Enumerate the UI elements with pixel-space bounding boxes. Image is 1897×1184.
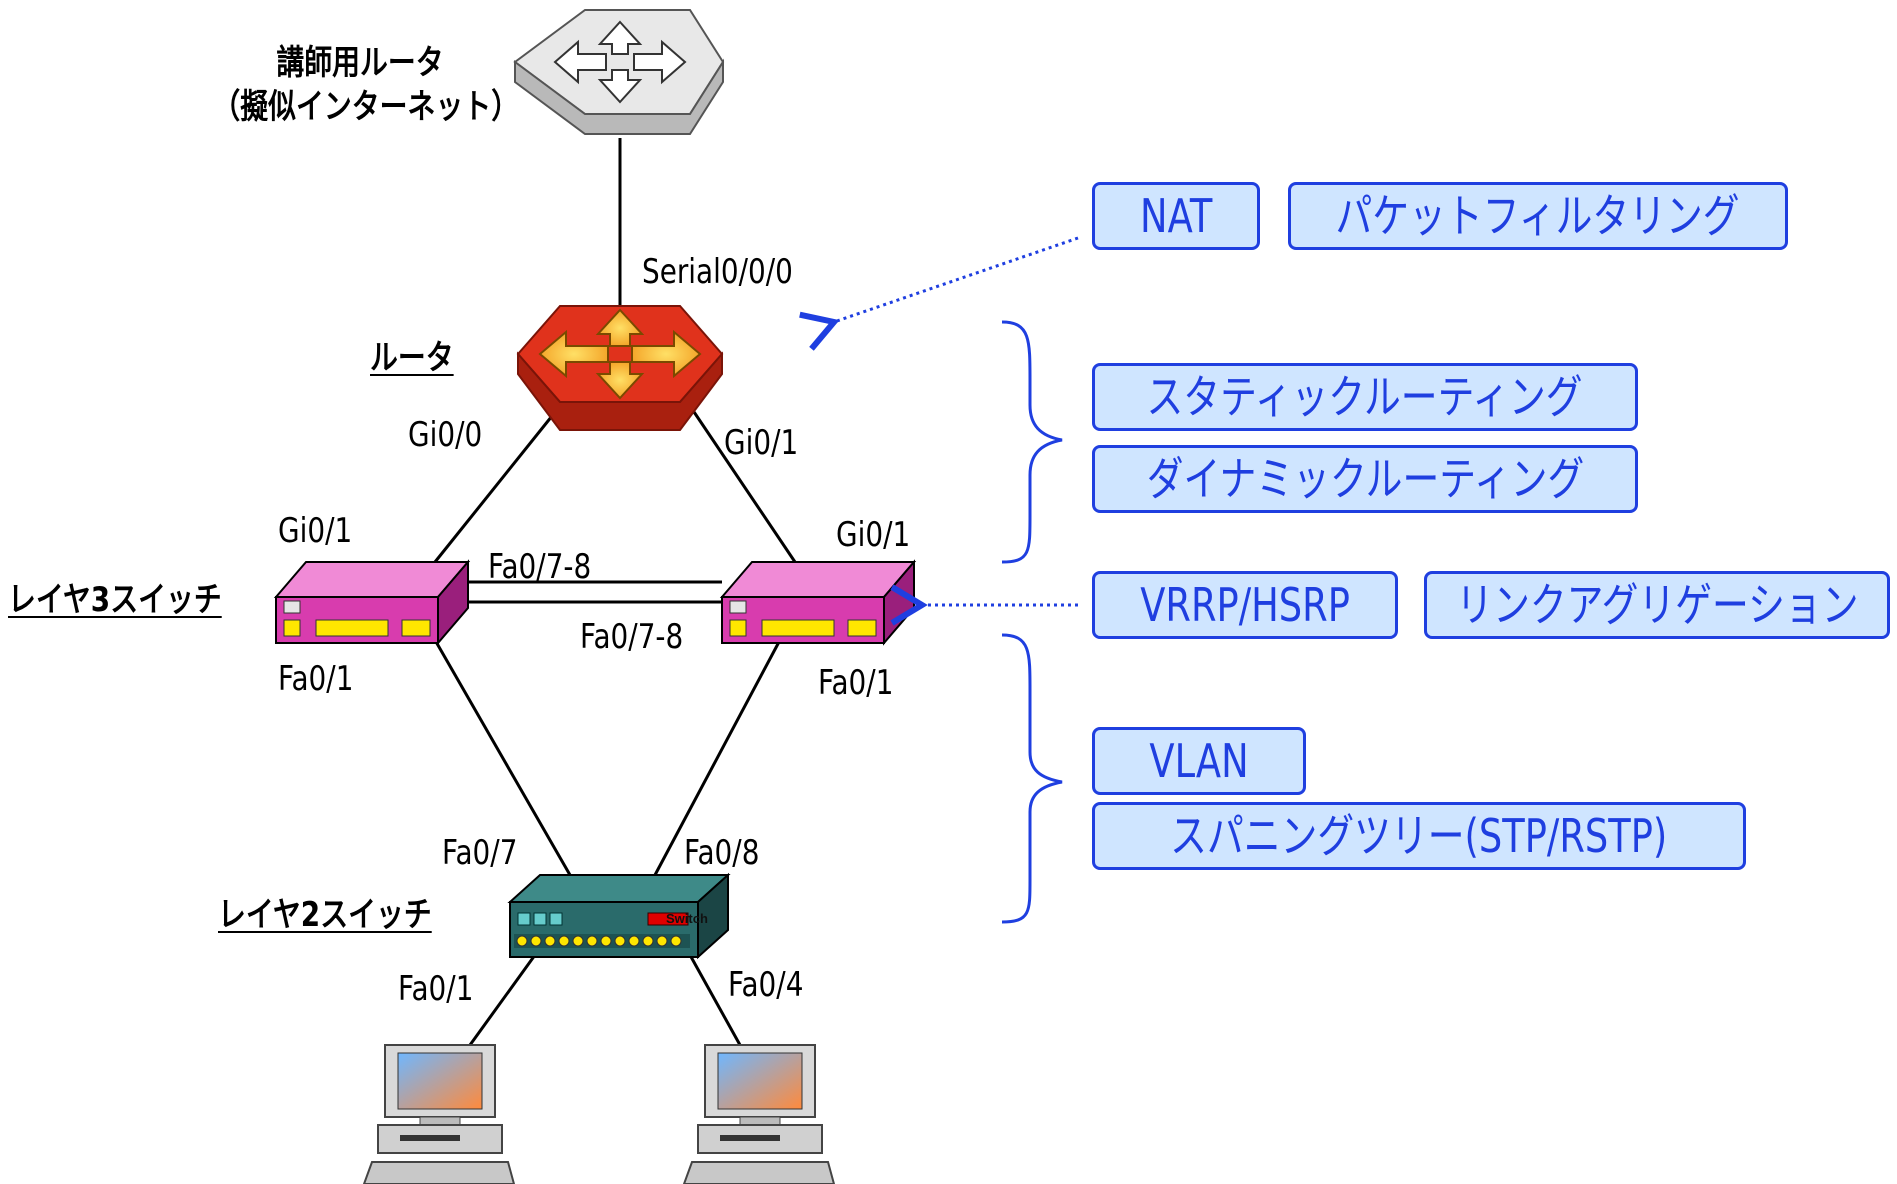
feature-static-routing: スタティックルーティング [1092,363,1638,431]
l2-switch-name: レイヤ2スイッチ [218,895,432,935]
link-l3right-l2 [653,639,782,876]
serial-port-label: Serial0/0/0 [642,252,793,292]
l2-switch-icon [507,872,731,960]
link-router-l3-right [688,405,797,563]
l3-right-down-label: Fa0/1 [818,663,894,703]
feature-packet-filtering: パケットフィルタリング [1288,182,1788,250]
l3-switch-left-icon [273,559,471,646]
link-router-l3-left [433,405,562,563]
l3-left-down-label: Fa0/1 [278,659,354,699]
router-icon [516,305,724,431]
router-name: ルータ [370,338,454,378]
l3-switch-right-icon [719,559,917,646]
feature-nat: NAT [1092,182,1260,250]
feature-vrrp-hsrp: VRRP/HSRP [1092,571,1398,639]
feature-nat-label: NAT [1139,189,1213,243]
internet-router-subtitle: （擬似インターネット） [212,87,520,127]
nat-arrow [799,236,1079,351]
router-gi01-label: Gi0/1 [724,423,799,463]
feature-spanning-tree: スパニングツリー(STP/RSTP) [1092,802,1746,870]
feature-link-aggregation-label: リンクアグリゲーション [1455,578,1859,632]
link-l2-pc-left [468,954,537,1046]
link-l3left-l2 [433,639,572,876]
pc-left-icon [362,1044,516,1184]
l2-left-up-label: Fa0/7 [442,833,518,873]
l3-right-uplink-label: Gi0/1 [836,515,911,555]
l2-right-up-label: Fa0/8 [684,833,760,873]
internet-router-label: 講師用ルータ （擬似インターネット） [212,43,520,127]
routing-brace [1001,320,1063,564]
l3-switch-name: レイヤ3スイッチ [8,580,222,620]
internet-router-icon [513,9,725,135]
internet-router-name: 講師用ルータ [276,43,444,83]
l3-left-uplink-label: Gi0/1 [278,511,353,551]
links [433,138,797,1046]
l2-right-down-label: Fa0/4 [728,965,804,1005]
l3-trunk-left-label: Fa0/7-8 [488,547,592,587]
l2-brace [1001,633,1063,924]
l2-switch-badge: Switch [666,911,708,926]
router-gi00-label: Gi0/0 [408,415,483,455]
feature-dynamic-routing-label: ダイナミックルーティング [1146,452,1584,506]
feature-spanning-tree-label: スパニングツリー(STP/RSTP) [1170,809,1668,863]
pc-right-icon [682,1044,836,1184]
feature-packet-filtering-label: パケットフィルタリング [1335,189,1741,243]
feature-static-routing-label: スタティックルーティング [1146,370,1584,424]
link-l2-pc-right [688,954,742,1046]
feature-vrrp-hsrp-label: VRRP/HSRP [1140,578,1350,632]
feature-link-aggregation: リンクアグリゲーション [1424,571,1890,639]
feature-dynamic-routing: ダイナミックルーティング [1092,445,1638,513]
l3-trunk-right-label: Fa0/7-8 [580,617,684,657]
feature-vlan-label: VLAN [1149,734,1249,788]
feature-vlan: VLAN [1092,727,1306,795]
l2-left-down-label: Fa0/1 [398,969,474,1009]
